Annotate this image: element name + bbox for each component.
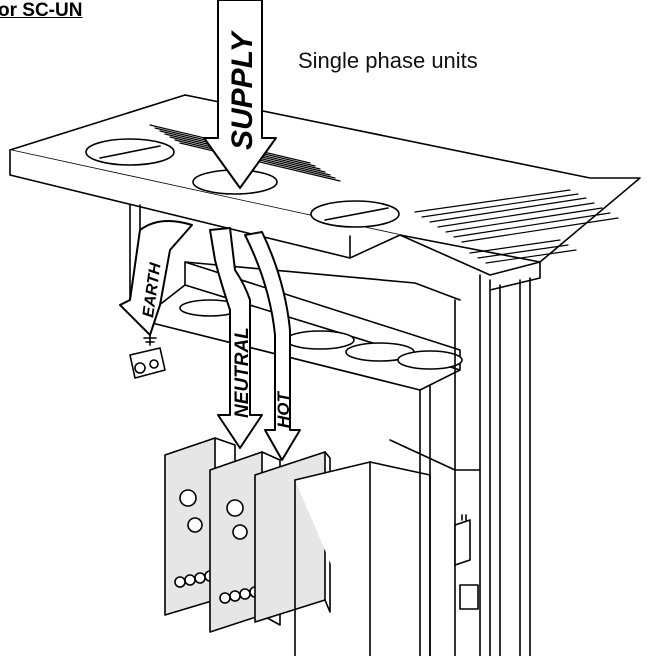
heading-title: or SC-UN	[0, 0, 83, 21]
knockout-holes-top	[85, 138, 400, 228]
arrow-neutral-shape	[209, 227, 263, 449]
arrow-supply-shape	[203, 0, 277, 189]
arrow-earth-shape	[119, 220, 193, 336]
terminal-block-middle	[209, 451, 281, 633]
side-switch	[454, 514, 479, 610]
front-cover-plate	[294, 461, 431, 656]
single-phase-caption: Single phase units	[298, 48, 478, 73]
arrow-hot-label: HOT	[274, 391, 293, 429]
terminal-block-earth	[129, 331, 166, 379]
arrow-hot-shape	[244, 231, 301, 461]
arrow-neutral-label: NEUTRAL	[232, 327, 253, 418]
arrow-supply-label: SUPPLY	[226, 29, 259, 150]
inner-shelf	[139, 261, 463, 391]
